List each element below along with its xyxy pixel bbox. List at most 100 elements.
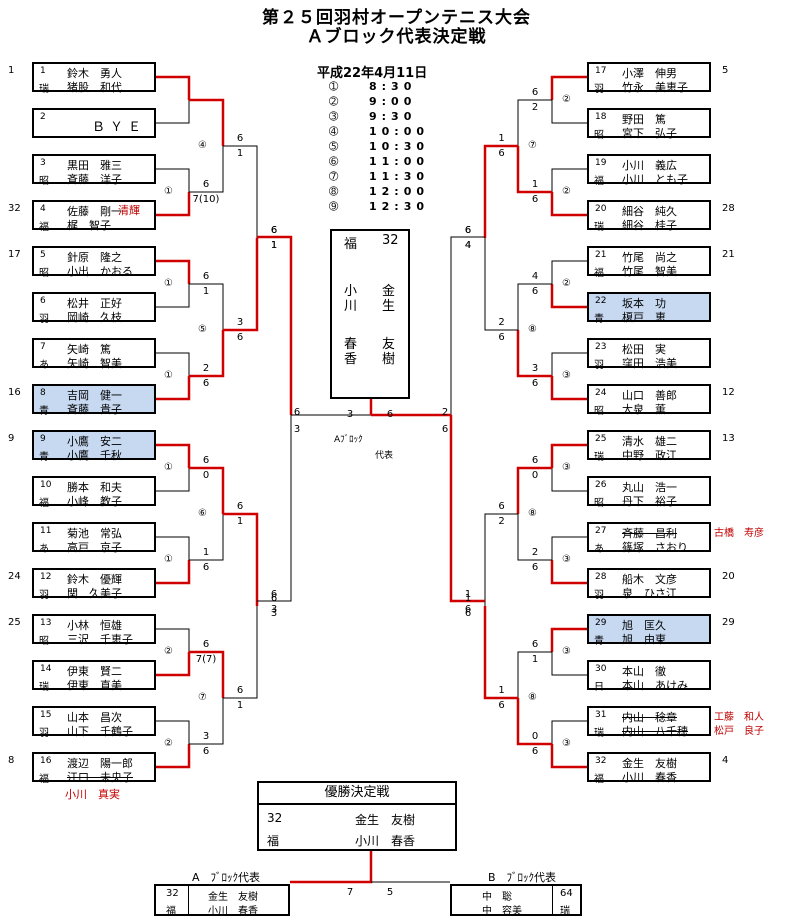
player-name-2: 竹永 美恵子 — [622, 81, 688, 94]
score-bottom: 6 — [236, 332, 244, 343]
club-name: あ — [594, 544, 604, 555]
semi-score-left: 3 — [346, 409, 354, 420]
player-name-1: 船木 文彦 — [622, 573, 677, 586]
player-number: 19 — [595, 158, 607, 168]
final-name1: 金生 友樹 — [355, 813, 416, 827]
player-name-2: 伊東 直美 — [67, 679, 122, 692]
round-marker: ⑧ — [528, 692, 537, 703]
score-top: 6 — [531, 87, 539, 98]
score-top: 2 — [441, 407, 449, 418]
block-title: Ａブロック代表決定戦 — [306, 27, 487, 47]
final-club: 福 — [267, 834, 280, 848]
seed-number: 1 — [8, 65, 15, 76]
player-name-2: 竹尾 智美 — [622, 265, 677, 278]
club-name: 青 — [39, 406, 49, 417]
player-name-1: 小川 義広 — [622, 159, 677, 172]
final-name2: 小川 春香 — [355, 834, 416, 848]
player-number: 9 — [40, 434, 46, 444]
center-label-1: Aﾌﾞﾛｯｸ — [334, 435, 363, 445]
champion-char: 小 — [344, 284, 358, 299]
player-name-1: 菊池 常弘 — [67, 527, 122, 540]
club-name: 青 — [39, 452, 49, 463]
start-time: 8:30 — [369, 80, 417, 93]
player-name-1: 勝本 和夫 — [67, 481, 122, 494]
player-name-2: 山下 千鶴子 — [67, 725, 133, 738]
score-bottom: 7(7) — [195, 654, 217, 665]
player-name-2: 三沢 千恵子 — [67, 633, 133, 646]
score-top: 6 — [464, 225, 472, 236]
player-number: 8 — [40, 388, 46, 398]
player-name-2: 斉藤 洋子 — [67, 173, 122, 186]
bracket-line — [257, 235, 293, 415]
player-name-2: 梶 智子 — [67, 219, 111, 232]
score-bottom: 6 — [531, 286, 539, 297]
seed-number: 16 — [8, 387, 21, 398]
club-name: 羽 — [594, 590, 604, 601]
round-marker: ① — [164, 278, 173, 289]
player-name-2: 小出 かおる — [67, 265, 133, 278]
club-name: 瑞 — [594, 452, 604, 463]
round-marker: ⑧ — [528, 508, 537, 519]
score-bottom: 6 — [498, 148, 505, 159]
bracket-line — [223, 512, 259, 606]
player-box: 8 青 吉岡 健一斉藤 貴子 — [32, 384, 156, 417]
start-time: 12:00 — [369, 185, 430, 198]
score-top: 6 — [498, 501, 505, 512]
player-name-1: 内山 稔章 — [622, 711, 677, 724]
round-marker: ② — [562, 278, 571, 289]
player-number: 6 — [40, 296, 46, 306]
player-name-2: 小鷹 千秋 — [67, 449, 122, 462]
player-name-2: 関 久美子 — [67, 587, 122, 600]
score-top: 3 — [531, 363, 539, 374]
a-seed: 32 — [166, 888, 179, 899]
champion-char: 樹 — [382, 352, 396, 367]
seed-number: 20 — [722, 571, 735, 582]
round-marker: ⑦ — [198, 692, 207, 703]
score-top: 1 — [464, 593, 472, 604]
player-number: 11 — [40, 526, 52, 536]
club-name: 羽 — [39, 728, 49, 739]
score-bottom: 6 — [531, 194, 539, 205]
seed-number: 25 — [8, 617, 21, 628]
player-name-1: 吉岡 健一 — [67, 389, 122, 402]
champion-char: 金 — [382, 284, 396, 299]
score-bottom: 1 — [270, 240, 278, 251]
player-name-2: 旭 由東 — [622, 633, 666, 646]
score-bottom: 4 — [464, 240, 472, 251]
score-bottom: 1 — [531, 654, 539, 665]
player-name-2: 小峰 教子 — [67, 495, 122, 508]
round-marker: ① — [164, 554, 173, 565]
block-champion-box: 福 32 小 川 春 香 金 生 友 樹 — [330, 229, 410, 399]
player-name-2: 斉藤 貴子 — [67, 403, 122, 416]
player-name-1: 伊東 賢二 — [67, 665, 122, 678]
final-header: 優勝決定戦 — [259, 783, 455, 805]
player-name-2: 篠塚 さおり — [622, 541, 688, 554]
round-marker: ② — [562, 94, 571, 105]
player-name-1: 小林 恒雄 — [67, 619, 122, 632]
final-match-box: 優勝決定戦 32 福 金生 友樹 小川 春香 — [257, 781, 457, 851]
semi-score-right: 6 — [386, 409, 394, 420]
score-top: 6 — [236, 685, 244, 696]
start-time: 11:00 — [369, 155, 430, 168]
score-bottom: 7(10) — [192, 194, 220, 205]
round-marker: ➁ — [329, 95, 339, 108]
score-top: 6 — [270, 593, 278, 604]
round-marker: ② — [164, 738, 173, 749]
champion-char: 友 — [382, 337, 396, 352]
round-marker: ⑤ — [198, 324, 207, 335]
score-bottom: 6 — [498, 332, 505, 343]
b-block-label: B ﾌﾞﾛｯｸ代表 — [488, 871, 557, 884]
club-name: 日 — [594, 682, 604, 693]
seed-number: 17 — [8, 249, 21, 260]
round-marker: ➂ — [329, 110, 339, 123]
player-number: 24 — [595, 388, 607, 398]
